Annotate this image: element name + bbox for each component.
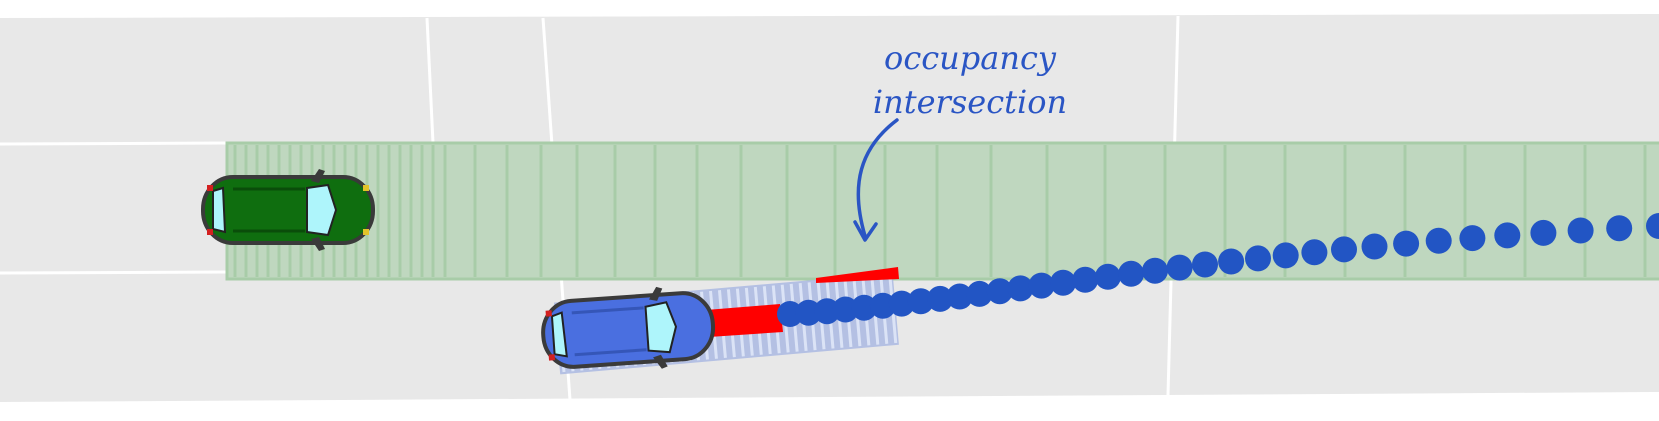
- label-line-1: occupancy: [884, 39, 1056, 77]
- occupancy-intersection: [706, 267, 899, 337]
- trajectory-point: [1459, 225, 1486, 252]
- trajectory-point: [1361, 233, 1388, 260]
- intersection-segment: [706, 304, 783, 337]
- intersection-region: [816, 267, 899, 283]
- ego-car-mirror-bottom: [311, 237, 325, 251]
- other-car-mirror-bottom: [653, 354, 668, 369]
- trajectory-point: [927, 285, 954, 312]
- ego-car-headlight-top: [363, 185, 369, 191]
- trajectory-point: [1272, 242, 1299, 269]
- other-car-rear-window: [550, 311, 568, 358]
- trajectory-point: [1567, 217, 1594, 244]
- ego-car-headlight-bottom: [363, 229, 369, 235]
- trajectory-point: [1218, 248, 1245, 275]
- trajectory-point: [1142, 257, 1168, 284]
- ego-car-roof-line: [233, 187, 305, 233]
- other-car: [541, 286, 716, 369]
- other-car-taillight-top: [545, 310, 552, 317]
- trajectory-point: [1606, 215, 1633, 242]
- ego-car: [201, 169, 375, 251]
- trajectory-point: [888, 290, 915, 317]
- ego-car-mirror-top: [311, 169, 325, 183]
- arrow-head: [853, 220, 878, 242]
- ego-car-taillight-bottom: [207, 229, 213, 235]
- trajectory-point: [1393, 230, 1420, 257]
- trajectory-point: [1331, 236, 1357, 263]
- lane-line-upper: [0, 141, 231, 146]
- annotation-arrow: [853, 118, 899, 242]
- trajectory-point: [1494, 222, 1521, 249]
- lane-line-lower: [0, 270, 231, 275]
- ego-occupancy-band: [225, 141, 1659, 281]
- other-car-windshield: [644, 301, 678, 354]
- trajectory-point: [1245, 245, 1271, 272]
- trajectory-point: [777, 301, 803, 327]
- other-car-roof-line: [571, 306, 647, 357]
- trajectory-point: [907, 288, 934, 315]
- ego-car-windshield: [306, 183, 338, 237]
- trajectory-point: [1646, 213, 1659, 239]
- trajectory-point: [1028, 272, 1055, 299]
- other-car-mirror-top: [649, 286, 663, 301]
- label-line-2: intersection: [872, 83, 1068, 121]
- trajectory-point: [986, 278, 1013, 305]
- trajectory-point: [1301, 239, 1328, 266]
- trajectory-point: [966, 280, 993, 307]
- occupancy-intersection-label: occupancy intersection: [855, 36, 1085, 124]
- trajectory-point: [851, 294, 878, 321]
- ego-car-body: [201, 175, 375, 245]
- trajectory-point: [1192, 251, 1218, 278]
- ego-car-rear-window: [212, 186, 227, 234]
- trajectory-point: [1094, 263, 1121, 290]
- other-car-taillight-bottom: [548, 354, 556, 361]
- trajectory-point: [946, 283, 973, 310]
- arrow-shaft: [856, 118, 899, 238]
- trajectory-point: [1118, 260, 1145, 287]
- ego-car-taillight-top: [207, 185, 213, 191]
- trajectory-point: [869, 292, 896, 319]
- cross-line-1: [425, 17, 435, 144]
- trajectory-point: [1530, 219, 1557, 246]
- trajectory-point: [1166, 254, 1193, 281]
- trajectory-point: [1050, 269, 1077, 296]
- trajectory-point: [1007, 275, 1034, 302]
- trajectory-point: [1072, 266, 1099, 293]
- predicted-trajectory: [777, 213, 1659, 327]
- trajectory-point: [1425, 227, 1452, 254]
- ego-occupancy: [225, 141, 1659, 281]
